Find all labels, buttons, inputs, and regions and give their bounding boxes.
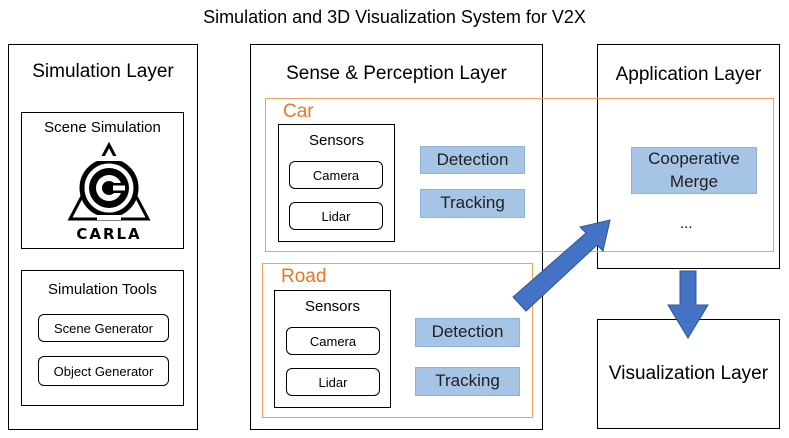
- carla-logo-text: CARLA: [76, 225, 141, 241]
- car-label: Car: [283, 101, 314, 122]
- road-tracking-module: Tracking: [415, 367, 520, 396]
- road-camera-item: Camera: [286, 327, 380, 355]
- road-to-application-arrow-icon: [512, 219, 611, 312]
- car-detection-module: Detection: [420, 146, 525, 174]
- car-camera-item: Camera: [289, 161, 383, 189]
- simulation-layer: Simulation Layer Scene Simulation CARLA …: [8, 44, 198, 430]
- application-to-visualization-arrow-icon: [667, 270, 709, 339]
- simulation-tools-box: Simulation Tools Scene Generator Object …: [21, 270, 184, 406]
- simulation-tools-title: Simulation Tools: [48, 281, 157, 298]
- car-sensors-title: Sensors: [308, 132, 365, 149]
- road-sensors-box: Sensors Camera Lidar: [274, 290, 391, 408]
- car-tracking-module: Tracking: [420, 189, 525, 218]
- road-detection-module: Detection: [415, 318, 520, 347]
- car-sensors-box: Sensors Camera Lidar: [278, 124, 395, 242]
- diagram-title: Simulation and 3D Visualization System f…: [203, 7, 586, 27]
- scene-generator-item: Scene Generator: [38, 314, 169, 342]
- road-label: Road: [281, 266, 327, 287]
- road-region: [262, 263, 533, 418]
- visualization-layer-title: Visualization Layer: [608, 363, 769, 384]
- road-lidar-item: Lidar: [286, 368, 380, 396]
- carla-logo-icon: CARLA: [67, 141, 151, 241]
- sense-perception-layer-title: Sense & Perception Layer: [286, 63, 507, 84]
- cooperative-merge-label: Cooperative Merge: [648, 149, 740, 191]
- scene-simulation-box: Scene Simulation CARLA: [21, 112, 184, 249]
- cooperative-merge-module: Cooperative Merge: [631, 147, 757, 194]
- object-generator-item: Object Generator: [38, 356, 169, 386]
- application-layer-title: Application Layer: [615, 64, 762, 85]
- road-sensors-title: Sensors: [304, 298, 361, 315]
- car-region: [265, 98, 774, 252]
- application-more-ellipsis: ...: [680, 215, 693, 232]
- scene-simulation-title: Scene Simulation: [44, 119, 161, 136]
- simulation-layer-title: Simulation Layer: [32, 61, 174, 82]
- car-lidar-item: Lidar: [289, 202, 383, 230]
